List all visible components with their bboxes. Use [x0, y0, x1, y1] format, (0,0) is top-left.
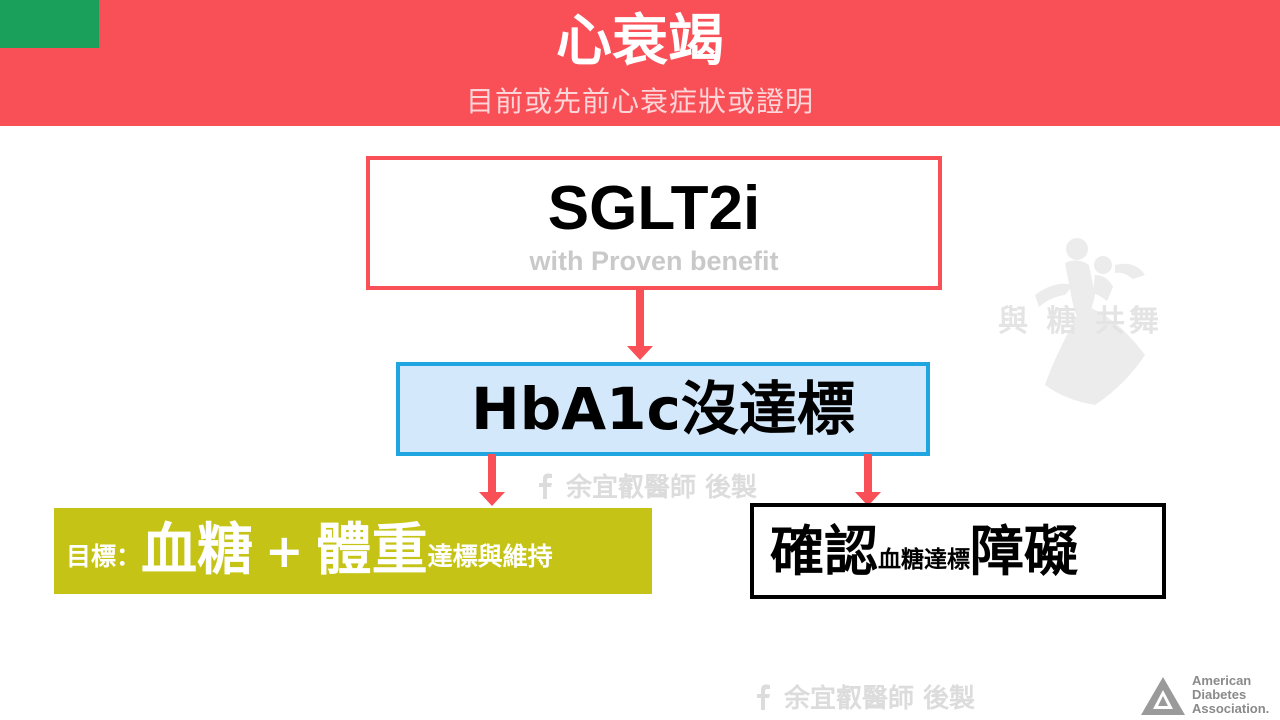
goal-weight: 體重 — [315, 518, 428, 583]
arrow-down-1 — [627, 288, 653, 360]
arrow-down-left — [479, 454, 505, 506]
barrier-line: 確認 血糖達標 障礙 — [770, 519, 1078, 585]
page-title: 心衰竭 — [556, 9, 724, 74]
ada-line-3: Association. — [1192, 701, 1270, 716]
ada-triangle-icon — [1141, 677, 1185, 715]
goal-suffix: 達標與維持 — [427, 542, 553, 571]
sglt2i-box: SGLT2i with Proven benefit — [366, 156, 942, 290]
barrier-word: 障礙 — [970, 520, 1078, 583]
author-watermark-center: 余宜叡醫師 後製 — [534, 467, 757, 504]
hba1c-label: HbA1c沒達標 — [471, 375, 855, 443]
dance-logo-text: 與 糖 共舞 — [998, 304, 1163, 339]
goal-plus: + — [265, 524, 304, 578]
sglt2i-subtitle: with Proven benefit — [529, 246, 779, 276]
dancing-couple-icon — [1035, 238, 1145, 405]
corner-tab — [0, 0, 99, 48]
author-watermark-bottom: 余宜叡醫師 後製 — [752, 678, 975, 715]
arrow-down-right — [855, 454, 881, 506]
ada-logo-text: American Diabetes Association. — [1192, 674, 1280, 716]
page-subtitle: 目前或先前心衰症狀或證明 — [465, 85, 814, 118]
barrier-confirm: 確認 — [770, 520, 878, 583]
facebook-icon — [539, 473, 552, 499]
barrier-box: 確認 血糖達標 障礙 — [750, 503, 1166, 599]
goal-prefix: 目標： — [66, 542, 142, 571]
goal-glucose: 血糖 — [141, 518, 254, 583]
barrier-middle: 血糖達標 — [878, 547, 970, 573]
ada-line-2: Diabetes — [1192, 687, 1247, 702]
ada-logo: American Diabetes Association. — [1140, 674, 1280, 720]
hba1c-box: HbA1c沒達標 — [396, 362, 930, 456]
sglt2i-title: SGLT2i — [547, 174, 761, 243]
header-banner: 心衰竭 目前或先前心衰症狀或證明 — [0, 0, 1280, 126]
ada-line-1: American — [1192, 673, 1252, 688]
author-watermark-bottom-text: 余宜叡醫師 後製 — [784, 684, 976, 714]
goal-line: 目標： 血糖 + 體重 達標與維持 — [66, 518, 553, 584]
author-watermark-text: 余宜叡醫師 後製 — [566, 473, 758, 503]
facebook-icon — [757, 684, 770, 710]
goal-box: 目標： 血糖 + 體重 達標與維持 — [54, 508, 652, 594]
